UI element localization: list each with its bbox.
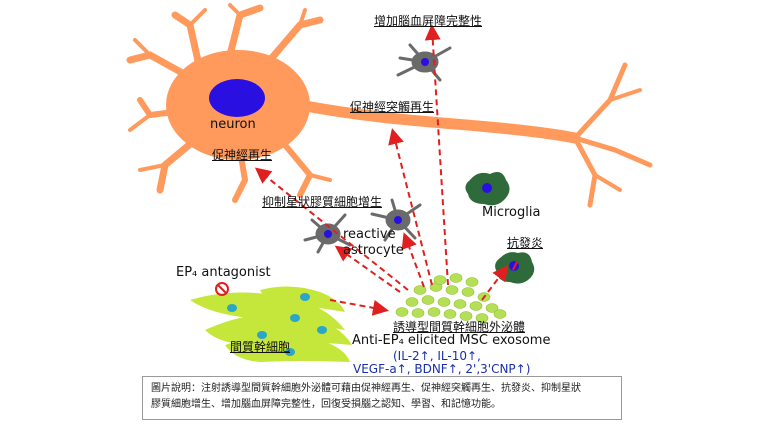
bbb-integrity-label: 增加腦血屏障完整性	[374, 14, 483, 28]
exosome-vesicle	[449, 273, 463, 283]
msc-cells-illustration	[190, 286, 352, 362]
caption-box: 圖片說明：注射誘導型間質幹細胞外泌體可藉由促神經再生、促神經突觸再生、抗發炎、抑…	[142, 376, 622, 420]
exosome-vesicle	[469, 301, 483, 311]
ep4-antagonist-label: EP₄ antagonist	[176, 265, 271, 280]
reactive-astro-label-1: reactive	[343, 227, 396, 242]
microglia-label: Microglia	[482, 205, 541, 220]
exosome-vesicle	[433, 275, 447, 285]
exosome-vesicle	[453, 299, 467, 309]
exosome-vesicle	[445, 285, 459, 295]
exosome-vesicle	[421, 295, 435, 305]
exosome-vesicle	[413, 285, 427, 295]
neuron-illustration	[126, 3, 653, 208]
synapse-regen-label: 促神經突觸再生	[350, 100, 435, 114]
exosome-vesicle	[465, 277, 479, 287]
arrow-to-astro-1	[334, 245, 401, 293]
exosome-vesicle	[405, 297, 419, 307]
exosome-vesicle	[411, 308, 425, 318]
prohibit-icon	[215, 282, 229, 296]
exosome-vesicle	[475, 313, 489, 323]
arrow-to-microglia	[481, 264, 509, 301]
caption-line-2: 膠質細胞增生、增加腦血屏障完整性，回復受損腦之認知、學習、和記憶功能。	[151, 399, 501, 410]
effect-arrows	[254, 24, 509, 316]
exosome-vesicle	[395, 307, 409, 317]
astrocyte-top-icon	[396, 43, 452, 82]
reactive-astro-label-2: astrocyte	[343, 243, 404, 258]
msc-label: 間質幹細胞	[230, 340, 291, 354]
exosome-vesicle	[461, 287, 475, 297]
exosome-vesicle	[459, 311, 473, 321]
exosome-cluster	[395, 273, 507, 323]
markers-line-1: (IL-2↑, IL-10↑,	[393, 349, 481, 363]
exosome-vesicle	[437, 297, 451, 307]
arrow-to-astro-2	[401, 232, 425, 288]
markers-line-2: VEGF-a↑, BDNF↑, 2',3'CNP↑)	[353, 362, 531, 376]
exosome-vesicle	[427, 307, 441, 317]
neuron-label: neuron	[210, 117, 256, 132]
reactive-astrocyte-icon-2	[370, 198, 422, 242]
exosome-vesicle	[443, 309, 457, 319]
caption-line-1: 圖片說明：注射誘導型間質幹細胞外泌體可藉由促神經再生、促神經突觸再生、抗發炎、抑…	[151, 383, 581, 394]
nerve-regen-label: 促神經再生	[212, 148, 273, 162]
arrow-to-nerve	[254, 167, 409, 291]
microglia-icon	[465, 172, 510, 206]
neuron-nucleus	[209, 79, 265, 117]
anti-inflam-label: 抗發炎	[507, 236, 544, 250]
activated-microglia-icon	[495, 252, 535, 284]
arrow-to-bbb	[424, 24, 449, 286]
inhibit-astro-label: 抑制星狀膠質細胞增生	[262, 195, 383, 209]
exosome-vesicle	[493, 309, 507, 319]
arrow-to-synapse	[388, 128, 433, 286]
exosome-vesicle	[485, 303, 499, 313]
induced-exosome-label: 誘導型間質幹細胞外泌體	[393, 320, 526, 334]
exosome-title: Anti-EP₄ elicited MSC exosome	[352, 333, 551, 348]
